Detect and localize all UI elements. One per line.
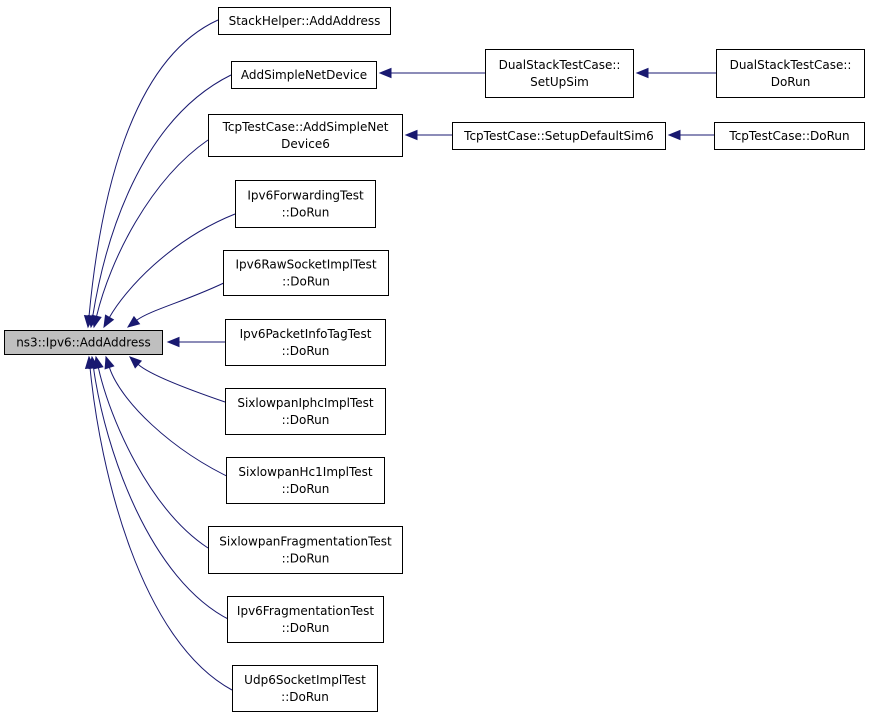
- node-label: Ipv6FragmentationTest: [237, 604, 374, 618]
- node-label: Ipv6PacketInfoTagTest: [240, 327, 372, 341]
- edge-udp6-to-root: [84, 355, 233, 691]
- node-label: TcpTestCase::SetupDefaultSim6: [463, 129, 654, 143]
- node-label: TcpTestCase::AddSimpleNet: [222, 120, 389, 134]
- edge-line: [96, 139, 209, 317]
- node-label: SetUpSim: [530, 75, 589, 89]
- node-label: SixlowpanIphcImplTest: [237, 396, 374, 410]
- arrowhead-icon: [378, 67, 392, 79]
- node-label: ns3::Ipv6::AddAddress: [16, 336, 151, 350]
- node-label: ::DoRun: [282, 552, 330, 566]
- edge-tcpaddsimple-to-root: [91, 139, 209, 329]
- node-label: ::DoRun: [282, 344, 330, 358]
- edge-line: [92, 74, 232, 317]
- node-label: Ipv6ForwardingTest: [247, 189, 364, 203]
- edge-tcpdorun-to-tcpsetup: [667, 129, 714, 141]
- edge-line: [89, 367, 233, 691]
- edge-stackhelper-to-root: [83, 19, 219, 329]
- node-box: [452, 122, 666, 150]
- node-tcpsetup[interactable]: TcpTestCase::SetupDefaultSim6: [452, 122, 666, 150]
- node-box: [714, 122, 865, 150]
- arrowhead-icon: [103, 314, 115, 329]
- edges-layer: [83, 19, 716, 691]
- node-label: SixlowpanHc1ImplTest: [238, 465, 372, 479]
- edge-dualdorun-to-dualsetup: [635, 67, 716, 79]
- node-box: [232, 665, 378, 712]
- node-sixfrag[interactable]: SixlowpanFragmentationTest::DoRun: [208, 526, 403, 574]
- edge-ipv6pkt-to-root: [166, 336, 226, 348]
- arrowhead-icon: [126, 315, 141, 328]
- node-sixiphc[interactable]: SixlowpanIphcImplTest::DoRun: [225, 388, 386, 435]
- node-box: [226, 457, 385, 504]
- node-label: ::DoRun: [282, 621, 330, 635]
- node-box: [485, 49, 634, 98]
- node-box: [231, 61, 377, 89]
- edge-line: [108, 213, 236, 318]
- node-box: [227, 596, 384, 643]
- arrowhead-icon: [404, 129, 418, 141]
- nodes-layer: ns3::Ipv6::AddAddress StackHelper::AddAdd…: [4, 7, 865, 712]
- edge-ipv6fwd-to-root: [103, 213, 236, 329]
- node-ipv6fwd[interactable]: Ipv6ForwardingTest::DoRun: [235, 180, 376, 228]
- node-box: [223, 250, 389, 296]
- node-label: Udp6SocketImplTest: [244, 673, 366, 687]
- node-stackhelper[interactable]: StackHelper::AddAddress: [218, 7, 391, 35]
- node-tcpdorun[interactable]: TcpTestCase::DoRun: [714, 122, 865, 150]
- node-ipv6pkt[interactable]: Ipv6PacketInfoTagTest::DoRun: [225, 319, 386, 366]
- node-addsimplenet[interactable]: AddSimpleNetDevice: [231, 61, 377, 89]
- arrowhead-icon: [129, 356, 143, 369]
- edge-line: [88, 19, 219, 317]
- arrowhead-icon: [84, 355, 96, 369]
- node-label: SixlowpanFragmentationTest: [219, 535, 392, 549]
- edge-sixfrag-to-root: [93, 355, 209, 549]
- node-label: TcpTestCase::DoRun: [728, 129, 849, 143]
- node-box: [235, 180, 376, 228]
- edge-line: [136, 279, 231, 321]
- node-label: ::DoRun: [282, 275, 330, 289]
- node-label: DualStackTestCase::: [730, 58, 852, 72]
- node-ipv6frag[interactable]: Ipv6FragmentationTest::DoRun: [227, 596, 384, 643]
- node-box: [208, 114, 403, 157]
- node-label: StackHelper::AddAddress: [229, 14, 381, 28]
- edge-line: [93, 367, 231, 621]
- edge-dualsetup-to-addsimplenet: [378, 67, 485, 79]
- edge-tcpsetup-to-tcpaddsimple: [404, 129, 452, 141]
- node-root[interactable]: ns3::Ipv6::AddAddress: [4, 330, 163, 355]
- node-label: ::DoRun: [282, 482, 330, 496]
- node-label: Ipv6RawSocketImplTest: [235, 258, 376, 272]
- node-label: AddSimpleNetDevice: [241, 68, 367, 82]
- node-label: DoRun: [771, 75, 811, 89]
- arrowhead-icon: [166, 336, 180, 348]
- node-box: [225, 319, 386, 366]
- node-label: ::DoRun: [281, 690, 329, 704]
- node-sixhc1[interactable]: SixlowpanHc1ImplTest::DoRun: [226, 457, 385, 504]
- edge-line: [97, 367, 209, 549]
- node-box: [218, 7, 391, 35]
- edge-line: [137, 363, 226, 403]
- edge-line: [108, 367, 236, 481]
- node-box: [716, 49, 865, 98]
- arrowhead-icon: [104, 355, 115, 370]
- edge-sixhc1-to-root: [104, 355, 236, 481]
- node-box: [208, 526, 403, 574]
- node-label: ::DoRun: [282, 413, 330, 427]
- edge-sixiphc-to-root: [129, 356, 226, 403]
- node-udp6[interactable]: Udp6SocketImplTest::DoRun: [232, 665, 378, 712]
- node-label: DualStackTestCase::: [499, 58, 621, 72]
- node-label: ::DoRun: [282, 206, 330, 220]
- node-ipv6raw[interactable]: Ipv6RawSocketImplTest::DoRun: [223, 250, 389, 296]
- edge-ipv6raw-to-root: [126, 279, 231, 328]
- arrowhead-icon: [635, 67, 649, 79]
- arrowhead-icon: [667, 129, 681, 141]
- node-box: [225, 388, 386, 435]
- node-dualsetup[interactable]: DualStackTestCase::SetUpSim: [485, 49, 634, 98]
- arrowhead-icon: [91, 314, 102, 329]
- node-box: [4, 330, 163, 355]
- node-dualdorun[interactable]: DualStackTestCase::DoRun: [716, 49, 865, 98]
- node-label: Device6: [281, 137, 330, 151]
